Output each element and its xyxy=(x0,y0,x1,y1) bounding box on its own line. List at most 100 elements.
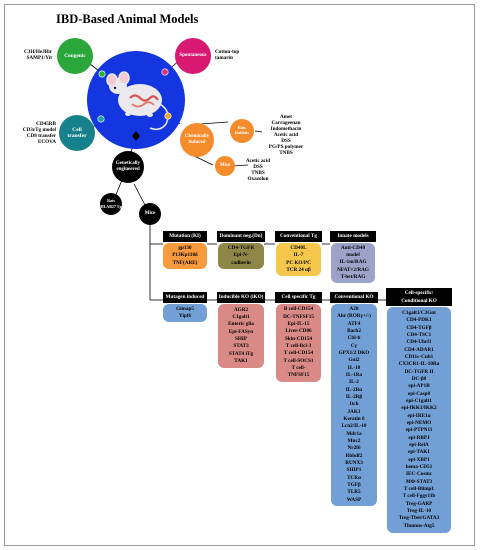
cell-cond-header-line2: Conditional KO xyxy=(401,298,437,304)
conv-ko-item: RUNX3 xyxy=(345,460,363,467)
cell-cond-item: epi-NEMO xyxy=(406,420,432,426)
chemically-induced-node xyxy=(180,123,214,157)
cell-cond-header-line1: Cell-specific/ xyxy=(404,290,434,296)
conv-ko-item: SHIP1 xyxy=(346,467,362,474)
mutation-item: gp130 xyxy=(178,244,192,251)
genetically-engineered-label: Genetically engineered xyxy=(112,161,144,173)
cell-cond-item: CD4-PDK1 xyxy=(406,317,432,324)
mc-ex-2: TNBS xyxy=(251,170,265,176)
mutation-item: TNF(ARE) xyxy=(172,259,198,266)
box-cell-tg: B cell-CD154 DC-TNFSF15 Epi-IL-15 Liver-… xyxy=(276,304,321,382)
inducible-item: STAT3 xyxy=(233,343,249,350)
chemically-label-line2: induced xyxy=(188,140,206,145)
innate-item: model xyxy=(346,251,360,258)
inducible-item: TAK1 xyxy=(234,358,248,365)
congenic-ex-1: SAMP1/Yit xyxy=(26,55,52,61)
conv-ko-item: Mdr1a xyxy=(346,430,362,437)
inducible-item: AGR2 xyxy=(233,306,249,313)
box-conv-tg: CD40L IL-7 PC KO/PC TCR 24 αβ xyxy=(276,243,321,276)
mice-gen-label: Mice xyxy=(144,211,156,216)
conv-ko-item: TLR5 xyxy=(347,489,361,496)
conv-ko-item: Nr2f6 xyxy=(347,445,361,452)
mice-chem-examples: Acetic acid DSS TNBS Oxazolon xyxy=(240,158,276,182)
conv-ko-item: Muc2 xyxy=(347,438,361,445)
spontaneous-dot xyxy=(161,68,169,76)
rr-ex-4: DSS xyxy=(281,138,291,144)
box-conv-ko: A20 Ahr (RORγ+/-) ATF4 Bach2 Cbl-b Cγ GP… xyxy=(331,304,377,506)
conv-ko-item: Ahr (RORγ+/-) xyxy=(337,313,371,320)
spontaneous-examples: Cotton-top tamarin xyxy=(215,49,239,61)
conv-tg-item: TCR 24 αβ xyxy=(286,266,311,273)
cell-cond-item: CX3CR1-IL-10Ra xyxy=(398,361,440,368)
rats-label-line2: Rabbits xyxy=(235,130,249,135)
cell-cond-item: CD4-Uhrf1 xyxy=(406,339,432,346)
rats-tg-node xyxy=(100,193,122,215)
cell-cond-item: epi-RBPJ xyxy=(408,434,430,441)
cell-tg-item: TNFSF15 xyxy=(287,372,310,379)
conv-ko-item: TCRα xyxy=(347,474,361,481)
rats-rabbits-node xyxy=(230,119,254,143)
chemically-induced-label: Chemically induced xyxy=(180,134,214,146)
cell-transfer-examples: CD45RB CD3ɛTg model CD8 transfer ECOVA xyxy=(8,121,56,145)
cell-cond-item: epi-TAK1 xyxy=(408,449,430,456)
rr-ex-0: Amet xyxy=(279,114,293,120)
spontaneous-label: Spontaneous xyxy=(179,53,207,58)
cell-cond-item: epi-Casp8 xyxy=(407,390,431,397)
conv-ko-item: ATF4 xyxy=(347,320,361,327)
line-gen-rats xyxy=(114,179,123,198)
conv-ko-item: Rbbdf2 xyxy=(345,452,363,459)
genetically-engineered-node xyxy=(112,151,144,183)
congenic-ex-0: C3H/HeJBir xyxy=(24,49,52,55)
figure-title: IBD-Based Animal Models xyxy=(56,12,199,26)
conv-tg-item: IL-7 xyxy=(293,252,304,259)
header-mutagen: Mutagen induced xyxy=(163,292,207,303)
cell-tg-item: Liver-CD86 xyxy=(285,328,312,335)
rr-ex-2: Indomethacin xyxy=(270,126,302,132)
cell-tg-item: T cell-CD154 xyxy=(283,350,314,357)
cell-cond-item: epi-IKK1/IKK2 xyxy=(401,405,437,412)
cell-cond-item: epi-PTPN11 xyxy=(405,427,433,434)
conv-tg-item: CD40L xyxy=(290,244,307,251)
conv-ko-item: A20 xyxy=(349,305,359,312)
spontaneous-node xyxy=(175,38,211,74)
mutagen-item: Gimap5 xyxy=(176,305,194,312)
conv-ko-item: Itch xyxy=(349,401,359,408)
innate-item: IL-1m/RAG xyxy=(339,259,367,266)
cell-cond-item: Treg-GARP xyxy=(405,500,433,507)
mouse-icon xyxy=(106,71,169,131)
conv-ko-item: IL-1Ra xyxy=(345,371,363,378)
cell-tg-item: Epi-IL-15 xyxy=(287,320,310,327)
cell-cond-item: CD4-ADAR1 xyxy=(404,346,434,353)
cell-cond-item: epi-RelA xyxy=(409,442,429,449)
header-mutation: Mutation (KI) xyxy=(163,231,207,242)
cell-cond-item: DC-TGFR II xyxy=(404,368,434,375)
cell-cond-item: epi-XBP1 xyxy=(408,456,430,463)
rr-ex-1: Carrageenan xyxy=(271,120,301,126)
cell-cond-item: epi-C1galt1 xyxy=(406,397,432,404)
cell-cond-item: CD11c-Cnb1 xyxy=(404,353,434,360)
chemical-dot xyxy=(164,112,172,120)
cell-transfer-label: Cell transfer xyxy=(60,127,94,139)
cell-cond-item: Treg-IL-10 xyxy=(406,508,432,515)
box-dominant: CD4-TGFR Epi-N- cadherin xyxy=(218,243,264,269)
cell-cond-item: hema-CD51 xyxy=(405,464,433,471)
box-mutation: gp130 P13Kp110δ TNF(ARE) xyxy=(163,243,207,269)
cell-transfer-node xyxy=(59,115,95,151)
congenic-label: Congenic xyxy=(64,53,86,59)
cell-cond-item: T cell-Blimp1 xyxy=(403,486,435,493)
conv-ko-item: Keratin 8 xyxy=(343,416,365,423)
mice-chem-node xyxy=(215,156,235,176)
inducible-item: SHIP xyxy=(234,336,248,342)
cell-cond-item: epi-AP1B xyxy=(408,383,430,390)
conv-tg-item: PC KO/PC xyxy=(286,259,311,266)
inducible-item: C1galt1 xyxy=(232,313,250,320)
rr-ex-5: PG/PS polymer xyxy=(268,144,304,150)
conv-ko-item: Lcn2/IL-10 xyxy=(341,423,367,430)
rr-ex-3: Acetic acid xyxy=(273,132,299,138)
cell-transfer-dot xyxy=(97,115,105,123)
cell-cond-item: C1galt1/C3Gnt xyxy=(402,309,436,316)
cell-cond-item: Treg-Tbet/GATA3 xyxy=(398,515,440,522)
cell-transfer-label-line2: transfer xyxy=(67,133,87,139)
rats-rabbits-examples: Amet Carrageenan Indomethacin Acetic aci… xyxy=(258,114,314,156)
figure-frame xyxy=(4,4,475,546)
